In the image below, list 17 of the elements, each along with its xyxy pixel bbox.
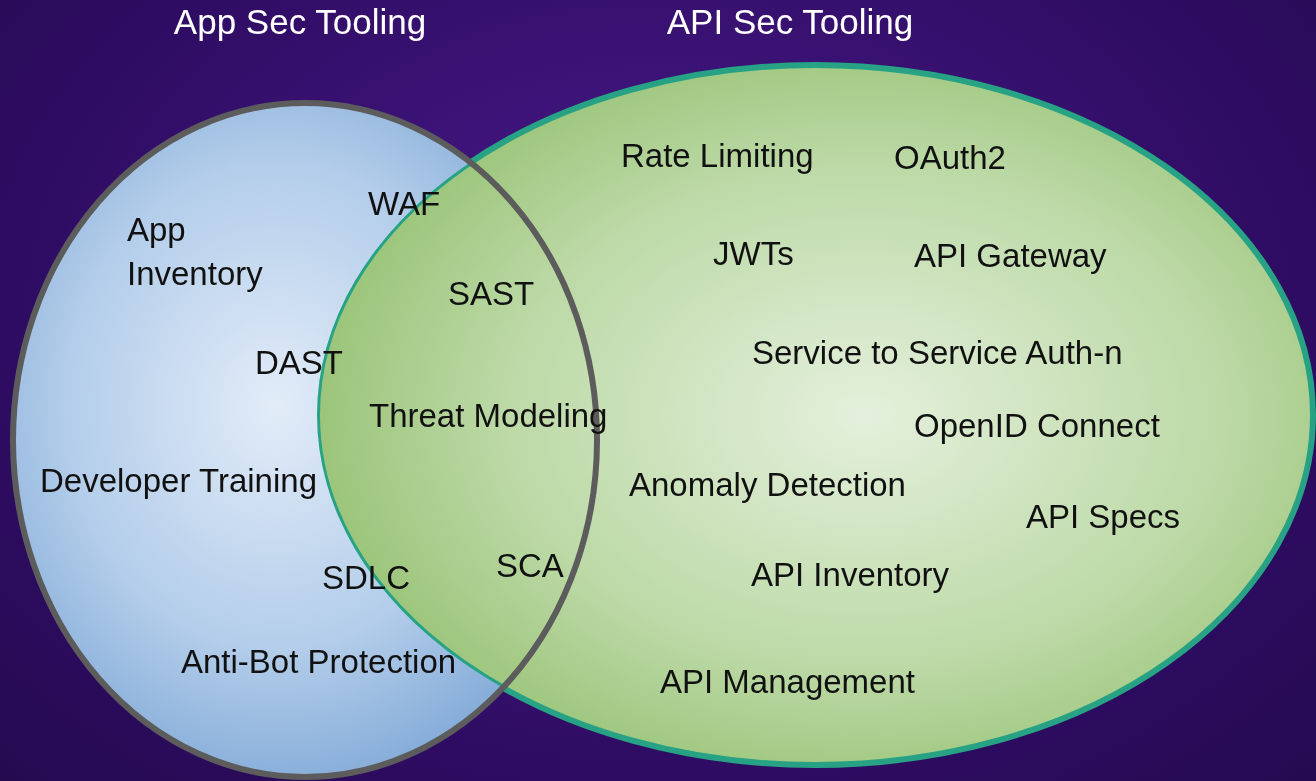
venn-item-label: SAST [448, 274, 535, 314]
venn-item-label: Rate Limiting [621, 136, 814, 176]
venn-item-label: API Specs [1026, 497, 1181, 537]
venn-item-label: JWTs [713, 234, 794, 274]
venn-item-label: OAuth2 [894, 138, 1006, 178]
venn-item-label: API Gateway [914, 236, 1107, 276]
circle-heading: App Sec Tooling [173, 2, 427, 42]
venn-item-label: Service to Service Auth-n [752, 333, 1123, 373]
venn-item-label: API Inventory [751, 555, 950, 595]
circle-heading: API Sec Tooling [666, 2, 914, 42]
venn-item-label: Developer Training [40, 461, 317, 501]
venn-item-label: OpenID Connect [914, 406, 1160, 446]
venn-item-label: App Inventory [127, 210, 264, 294]
venn-item-label: SCA [496, 546, 564, 586]
venn-item-label: Anti-Bot Protection [181, 642, 457, 682]
venn-item-label: API Management [660, 662, 915, 702]
venn-item-label: Anomaly Detection [629, 465, 906, 505]
